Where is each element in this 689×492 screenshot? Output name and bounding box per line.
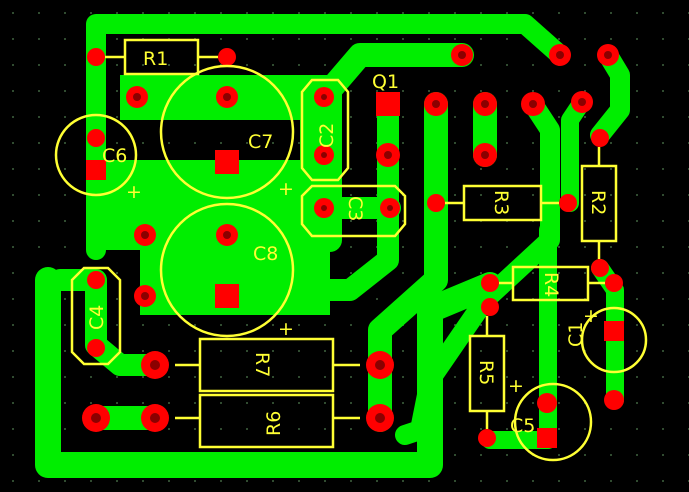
pad-square — [215, 284, 239, 308]
label-r3: R3 — [490, 190, 512, 215]
pad-holes — [91, 51, 612, 423]
c4-outline — [70, 266, 122, 366]
pad-square — [86, 160, 106, 180]
pad — [591, 129, 609, 147]
silkscreen-layer — [54, 38, 648, 462]
label-r6: R6 — [263, 411, 285, 436]
pads-layer — [82, 44, 624, 448]
plus-mark-c7: + — [278, 178, 294, 200]
label-r4: R4 — [540, 272, 562, 297]
pad-square — [537, 428, 557, 448]
trace-q1-right — [139, 93, 399, 301]
pad — [87, 271, 105, 289]
label-c1: C1 — [565, 322, 587, 347]
label-q1: Q1 — [372, 71, 399, 93]
label-r2: R2 — [587, 190, 609, 215]
pad-square — [376, 92, 400, 116]
plus-mark-c1: + — [583, 305, 599, 327]
trace-q1-left — [318, 43, 474, 252]
c5-outline — [513, 382, 593, 462]
label-r1: R1 — [143, 48, 168, 70]
pad — [87, 129, 105, 147]
pad — [559, 194, 577, 212]
label-c5: C5 — [510, 415, 535, 437]
trace-top-loop — [86, 14, 570, 67]
c1-outline — [580, 306, 648, 374]
label-c8: C8 — [253, 243, 278, 265]
c8-outline — [159, 202, 295, 338]
label-c7: C7 — [248, 131, 273, 153]
c2-outline — [300, 78, 350, 182]
plus-mark-c6: + — [126, 181, 142, 203]
label-c3: C3 — [344, 196, 366, 221]
pad — [87, 339, 105, 357]
pad — [591, 259, 609, 277]
pads-red — [82, 44, 624, 448]
pad-square — [604, 321, 624, 341]
plus-mark-c5: + — [508, 375, 524, 397]
pad — [427, 194, 445, 212]
pad — [218, 48, 236, 66]
trace-bottom-outer — [35, 267, 503, 478]
trace-r2-top — [561, 93, 591, 212]
pad — [478, 429, 496, 447]
label-c2: C2 — [316, 123, 338, 148]
pad — [87, 48, 105, 66]
pad — [481, 274, 499, 292]
label-c4: C4 — [86, 305, 108, 330]
c3-outline — [300, 184, 407, 238]
c6-outline — [54, 113, 138, 197]
pad — [604, 390, 624, 410]
r6-outline — [198, 393, 335, 449]
c7-outline — [159, 64, 295, 200]
label-r7: R7 — [251, 352, 273, 377]
labels-layer: R1 C6 C7 C8 Q1 C2 C3 R3 R2 R4 C4 R5 C1 C… — [86, 48, 609, 437]
label-c6: C6 — [102, 145, 127, 167]
pad — [605, 274, 623, 292]
pad — [537, 393, 557, 413]
trace-right-top — [590, 45, 630, 145]
plus-mark-c8: + — [278, 318, 294, 340]
pad — [481, 298, 499, 316]
label-r5: R5 — [475, 360, 497, 385]
pad-square — [215, 150, 239, 174]
